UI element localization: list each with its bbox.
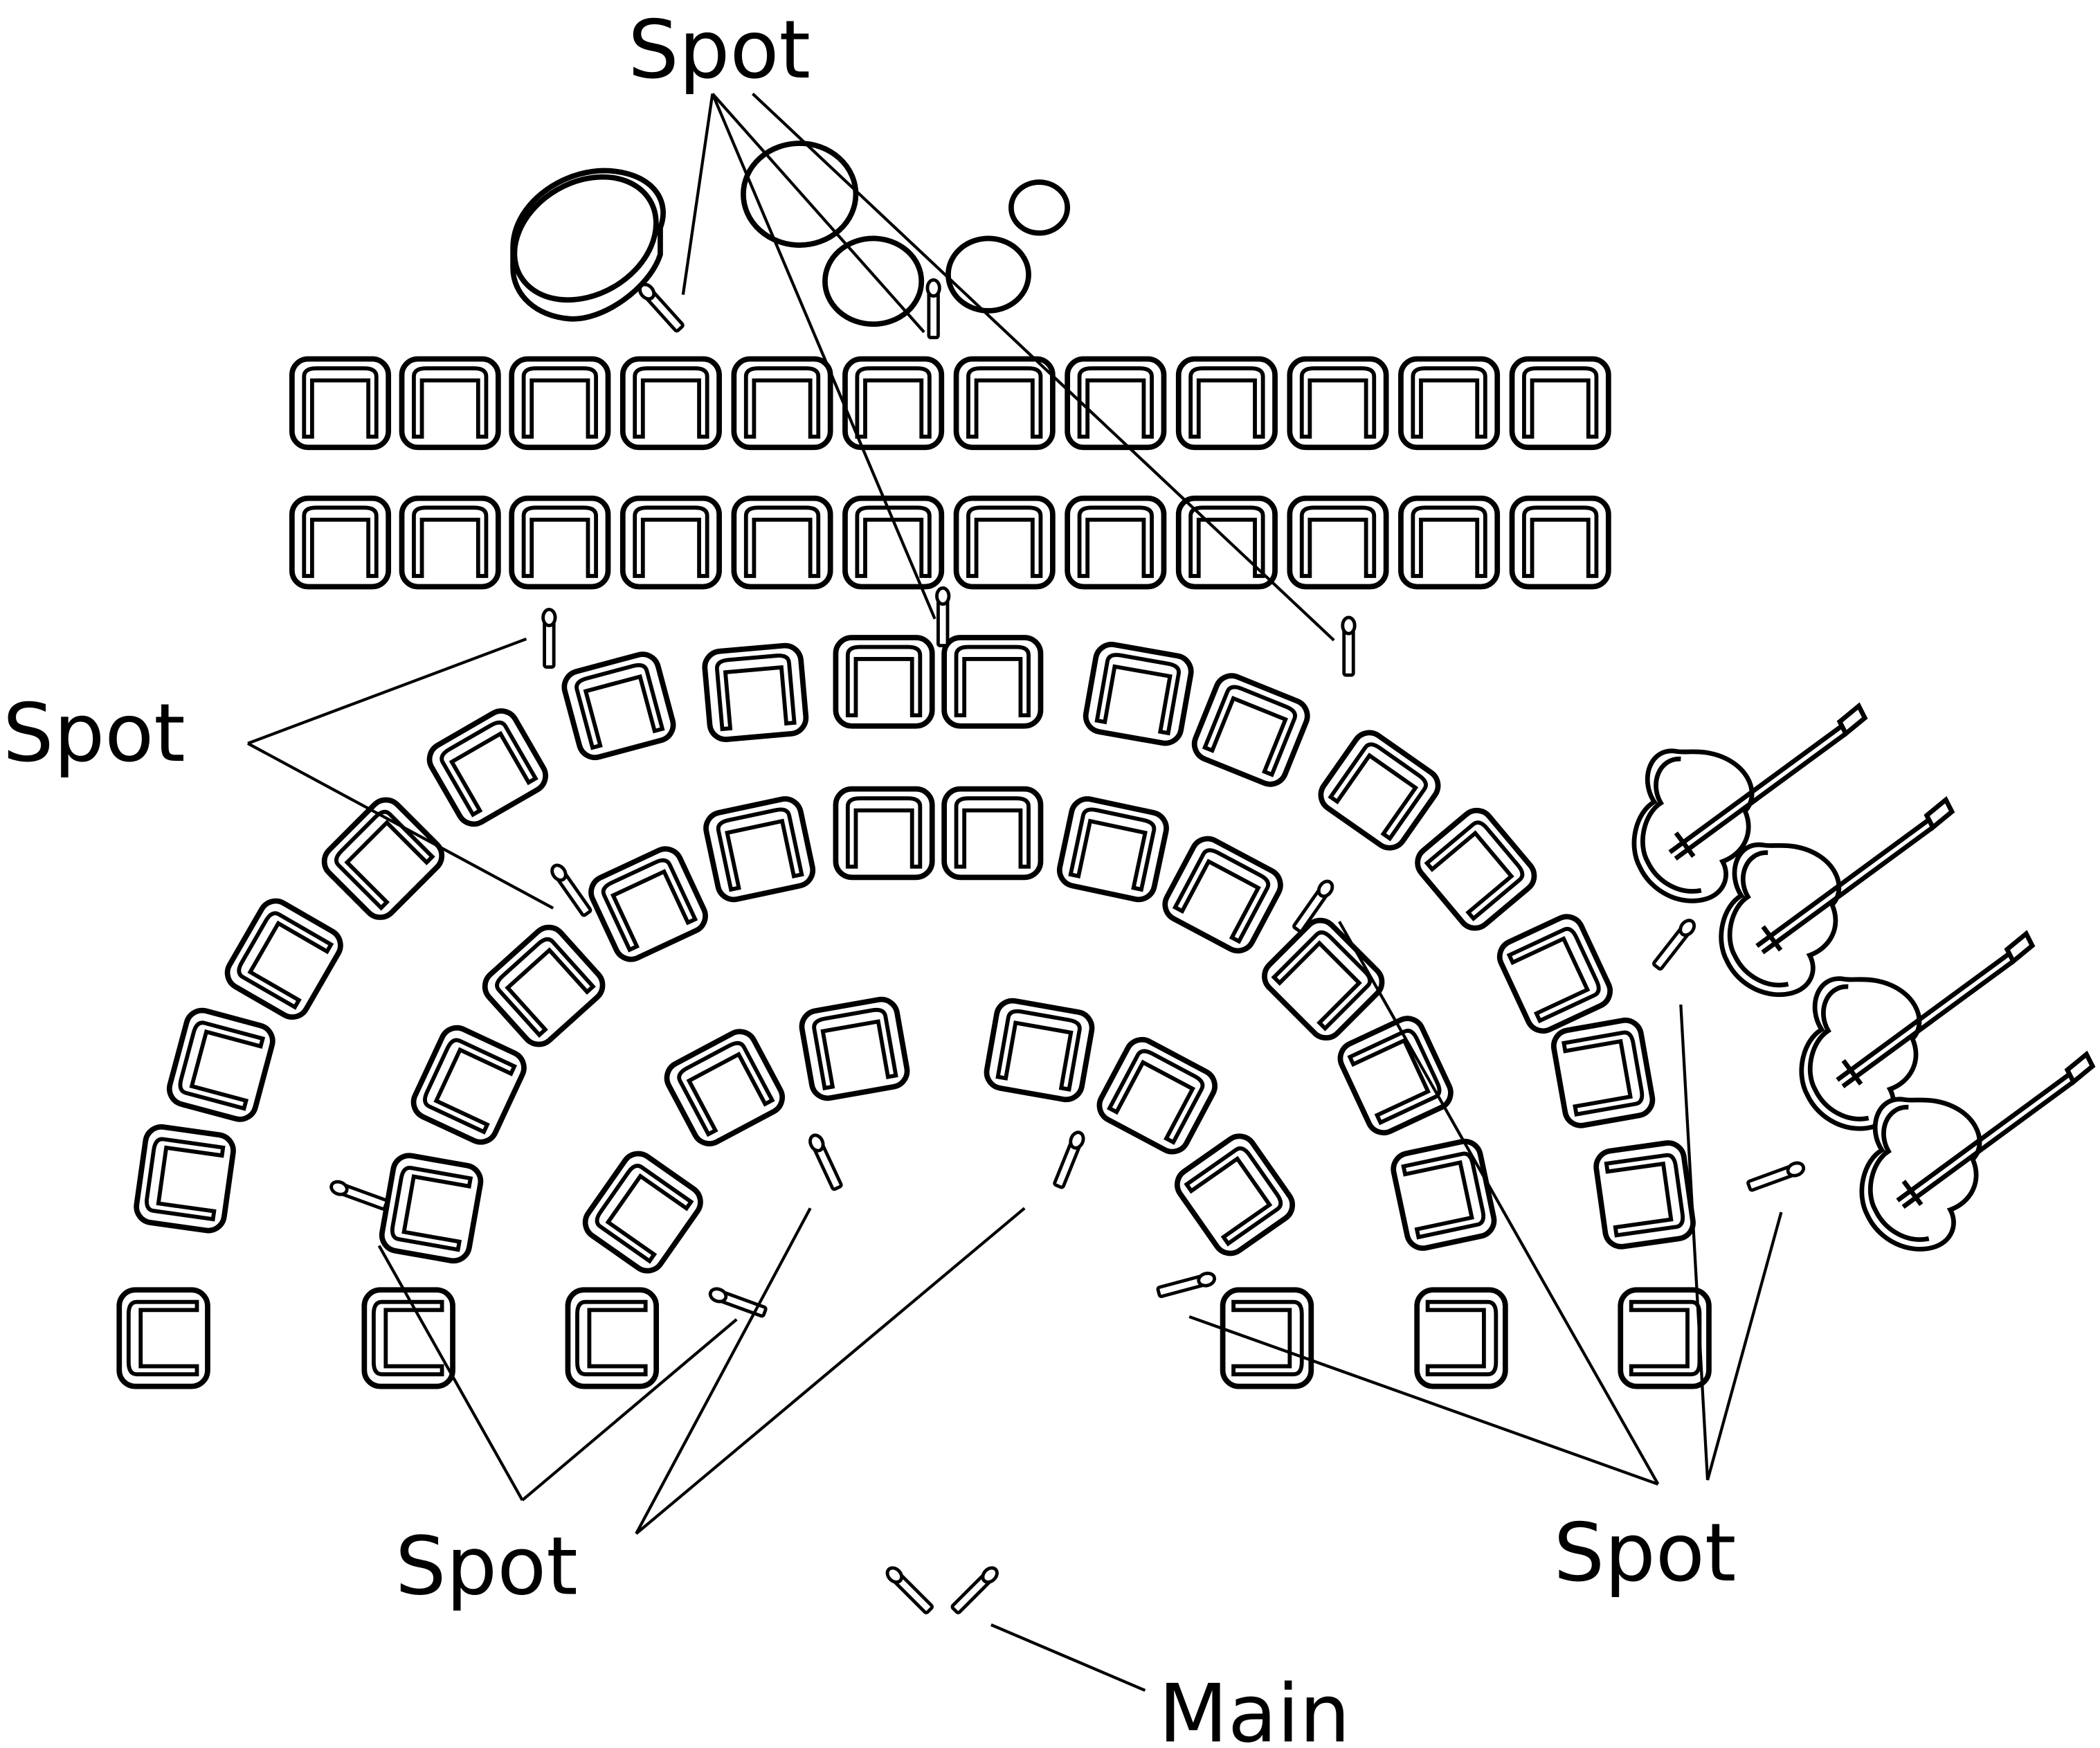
main-microphone-pair-icon: [885, 1565, 1000, 1614]
spot-label-top: Spot: [628, 3, 811, 97]
microphone-icon: [637, 282, 685, 332]
drum-head-icon: [1008, 179, 1071, 236]
microphone-icon: [808, 1133, 843, 1191]
chair-arc-outer: [119, 638, 1709, 1387]
microphone-icon: [927, 280, 939, 337]
microphone-icon: [1053, 1130, 1085, 1189]
microphone-icon: [937, 588, 949, 645]
microphone-icon: [329, 1180, 388, 1211]
chair-arc-inner: [568, 997, 1311, 1387]
microphone-icon: [1747, 1161, 1805, 1192]
chair-row-second: [292, 498, 1609, 587]
spot-label-bottom-left: Spot: [395, 1520, 578, 1613]
spot-label-bottom-right: Spot: [1554, 1506, 1737, 1600]
drum-head-icon: [741, 141, 859, 248]
main-label: Main: [1159, 1667, 1350, 1748]
microphone-icon: [543, 609, 555, 667]
chair-row-back: [292, 359, 1609, 448]
microphone-icon: [1343, 618, 1355, 675]
microphone-icon: [709, 1287, 767, 1318]
spot-label-left: Spot: [3, 687, 185, 780]
leader-lines: [247, 92, 1783, 1692]
timpani-drum-icon: [510, 168, 666, 322]
chair-arc-middle: [364, 789, 1505, 1387]
microphone-icon: [550, 863, 592, 917]
drum-head-icon: [945, 235, 1031, 314]
microphone-icon: [1652, 918, 1697, 971]
microphone-icon: [1157, 1272, 1216, 1298]
